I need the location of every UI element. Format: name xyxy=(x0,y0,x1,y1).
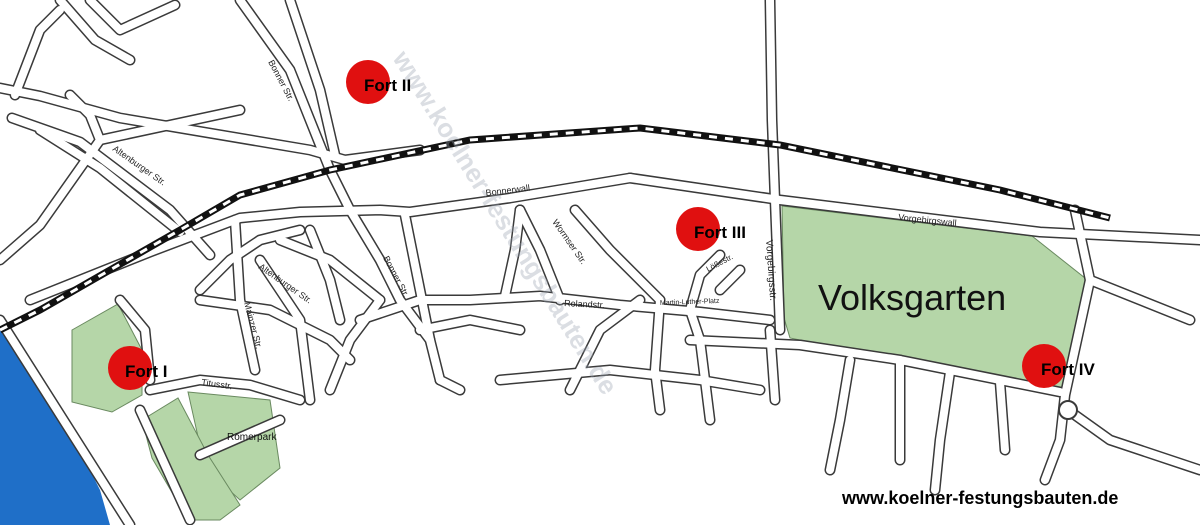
road xyxy=(36,126,184,236)
road xyxy=(931,368,954,494)
road xyxy=(626,174,1200,244)
website-credit[interactable]: www.koelner-festungsbauten.de xyxy=(841,488,1118,508)
fort-marker-i: Fort I xyxy=(108,346,168,390)
road xyxy=(256,256,314,404)
rhine-river xyxy=(0,330,110,525)
railway-dashes xyxy=(0,126,1111,332)
road xyxy=(436,376,464,394)
park-strip-south xyxy=(141,397,241,521)
road xyxy=(651,296,664,414)
road xyxy=(276,236,384,304)
railway-line xyxy=(0,124,1111,334)
road xyxy=(196,416,284,459)
road xyxy=(0,316,134,525)
street-label-martin-luther-platz: Martin-Luther-Platz xyxy=(660,298,720,307)
road xyxy=(96,106,244,144)
fort-i-dot xyxy=(108,346,152,390)
fort-marker-iii: Fort III xyxy=(676,207,746,251)
road xyxy=(826,356,854,474)
road xyxy=(501,206,524,300)
fort-iv-label: Fort IV xyxy=(1041,360,1095,379)
street-label-roland: Rolandstr. xyxy=(564,298,605,310)
road xyxy=(401,211,434,344)
road-casing xyxy=(1069,204,1196,326)
road xyxy=(286,0,339,159)
road xyxy=(11,6,64,99)
road xyxy=(196,296,354,364)
road xyxy=(416,316,524,334)
road xyxy=(146,376,304,404)
fort-marker-ii: Fort II xyxy=(346,60,411,104)
fort-iv-dot xyxy=(1022,344,1066,388)
road xyxy=(686,336,1064,396)
road xyxy=(56,0,134,64)
road xyxy=(306,226,344,324)
road xyxy=(496,366,764,394)
road xyxy=(686,251,724,314)
road xyxy=(996,378,1009,454)
street-label-titusstr: Titusstr. xyxy=(201,377,233,391)
park-label-volksgarten: Volksgarten xyxy=(818,277,1006,318)
road xyxy=(136,406,194,524)
road xyxy=(1064,406,1200,474)
street-label-vorgebirgsstr: Vorgebirgsstr. xyxy=(763,239,778,301)
fort-iii-dot xyxy=(676,207,720,251)
park-label-roemerpark: Römerpark xyxy=(227,432,277,443)
fort-ii-dot xyxy=(346,60,390,104)
roundabout xyxy=(1058,400,1078,420)
fort-marker-iv: Fort IV xyxy=(1022,344,1095,388)
fort-ii-label: Fort II xyxy=(364,76,411,95)
road xyxy=(86,0,179,34)
road xyxy=(231,216,259,374)
road xyxy=(766,0,784,334)
road xyxy=(516,206,564,304)
road xyxy=(716,266,744,294)
fort-iii-label: Fort III xyxy=(694,223,746,242)
road xyxy=(196,226,304,294)
road xyxy=(356,292,774,324)
road xyxy=(26,174,634,304)
road xyxy=(571,206,664,304)
fort-i-label: Fort I xyxy=(125,362,168,381)
